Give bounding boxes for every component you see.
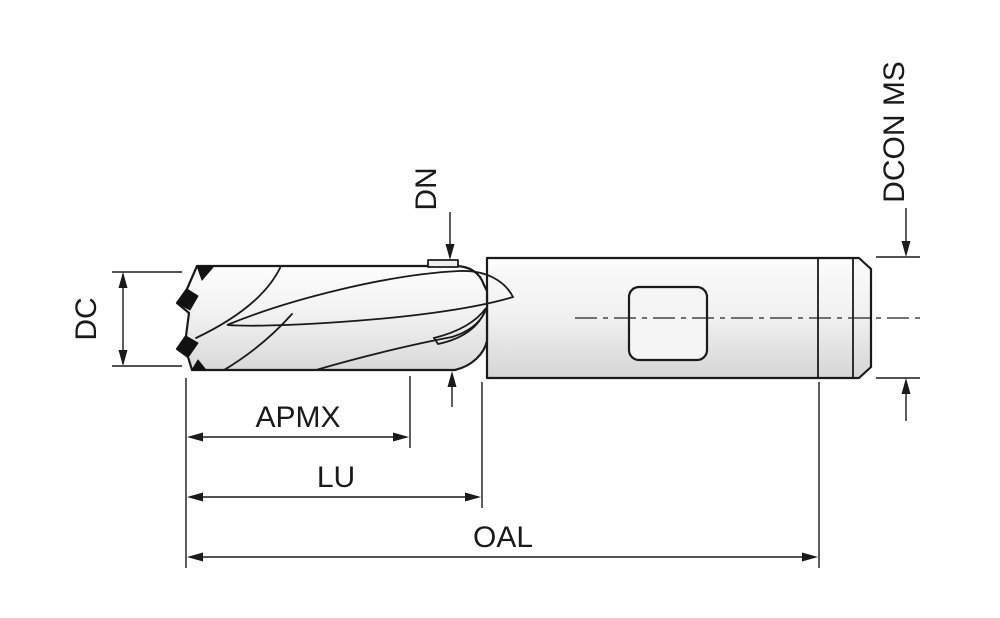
arrowhead-left <box>187 492 203 502</box>
end-tooth-tip <box>196 265 216 281</box>
arrowhead-left <box>187 552 203 562</box>
flute-face <box>226 270 515 327</box>
flute-body <box>175 264 489 372</box>
shank <box>485 256 873 380</box>
arrowhead-right <box>465 492 481 502</box>
arrowhead-right <box>802 552 818 562</box>
arrowhead-left <box>187 432 203 442</box>
arrowhead-down <box>118 350 128 366</box>
arrowhead-up <box>901 378 911 394</box>
dim-dcon-ms: DCON MS <box>876 61 920 421</box>
end-tooth-tip <box>191 359 208 371</box>
flute-helix-line <box>223 313 293 371</box>
dim-dn: DN <box>410 167 457 407</box>
tool <box>175 256 924 380</box>
arrowhead-up <box>118 272 128 288</box>
flute-section <box>175 259 515 372</box>
weldon-flat <box>627 285 709 362</box>
dim-oal: OAL <box>187 382 820 568</box>
dim-dc: DC <box>70 271 182 367</box>
arrowhead-right <box>393 432 409 442</box>
apmx-label: APMX <box>255 401 340 434</box>
flute-runout-sliver <box>432 307 487 346</box>
dn-label: DN <box>410 167 443 210</box>
arrowhead-down <box>445 244 455 260</box>
dcon-ms-label: DCON MS <box>878 61 911 203</box>
arrowhead-down <box>901 241 911 257</box>
dim-lu: LU <box>187 382 483 508</box>
flute-helix-line <box>315 336 453 371</box>
arrowhead-up <box>447 371 457 387</box>
flute-runout-tab <box>427 259 459 268</box>
dc-label: DC <box>70 297 103 340</box>
end-tooth-gullet <box>176 288 199 311</box>
dim-apmx: APMX <box>187 376 411 448</box>
flute-helix-line <box>195 265 282 339</box>
end-tooth-gullet <box>176 335 199 357</box>
lu-label: LU <box>317 461 355 494</box>
oal-label: OAL <box>473 521 533 554</box>
